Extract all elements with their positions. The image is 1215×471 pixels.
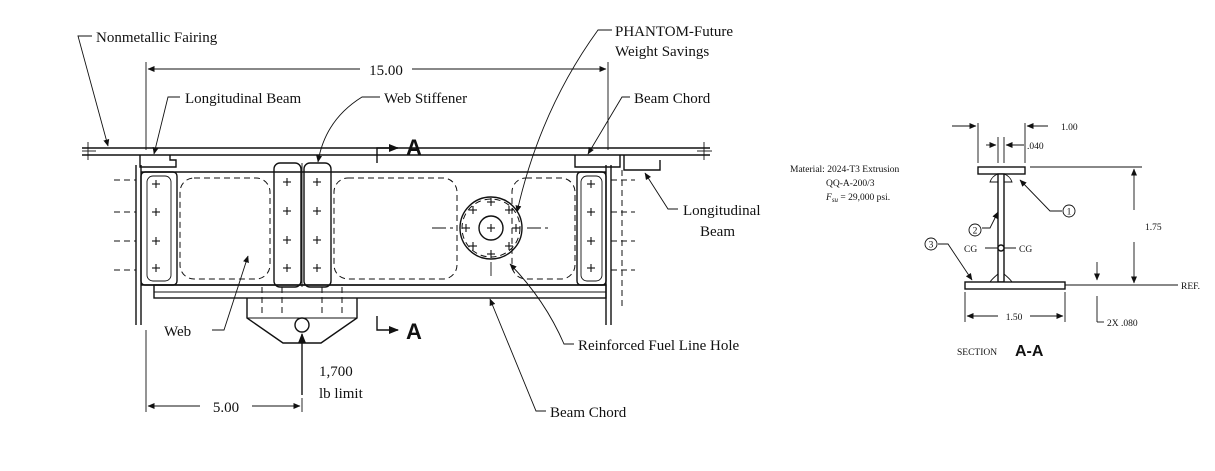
end-stiffener-left <box>140 171 178 286</box>
section-dim-height: 1.75 <box>1145 223 1162 233</box>
nonmetallic-fairing-shape <box>82 142 712 160</box>
phantom-label-line2: Weight Savings <box>615 44 709 60</box>
svg-text:2: 2 <box>973 227 978 237</box>
cg-right-label: CG <box>1019 245 1032 255</box>
longitudinal-beam-right-label-1: Longitudinal <box>683 203 761 219</box>
section-dim-top-width: 1.00 <box>1061 123 1078 133</box>
ref-label: REF. <box>1181 282 1200 292</box>
material-note: Material: 2024-T3 Extrusion QQ-A-200/3 F… <box>790 165 899 204</box>
beam-chord-top-label: Beam Chord <box>634 91 711 107</box>
fairing-label: Nonmetallic Fairing <box>96 30 218 46</box>
length-dimension-label: 15.00 <box>369 63 403 79</box>
longitudinal-beam-right-shape <box>574 155 661 325</box>
section-callout-2: 2 <box>968 211 999 237</box>
section-web <box>997 173 1005 283</box>
section-title-id: A-A <box>1015 343 1044 360</box>
section-callout-1: 1 <box>1019 179 1076 218</box>
web-label: Web <box>164 324 191 340</box>
material-line-2: QQ-A-200/3 <box>826 179 875 189</box>
length-dimension: 15.00 <box>145 62 609 150</box>
web-stiffener-label: Web Stiffener <box>384 91 467 107</box>
longitudinal-beam-right-label-2: Beam <box>700 224 735 240</box>
beam-chord-bottom-label: Beam Chord <box>550 405 627 421</box>
section-cut-top-label: A <box>406 135 422 160</box>
section-cut-bottom-label: A <box>406 319 422 344</box>
svg-text:1: 1 <box>1067 208 1072 218</box>
beam-elevation-view: A A 15.00 5.00 <box>77 24 761 421</box>
phantom-label-line1: PHANTOM-Future <box>615 24 733 40</box>
end-stiffener-right <box>576 171 607 286</box>
section-callout-3: 3 <box>924 237 973 281</box>
offset-dimension-label: 5.00 <box>213 400 239 416</box>
fastener-centerlines <box>114 170 635 310</box>
section-top-flange <box>977 166 1026 175</box>
section-title-prefix: SECTION <box>957 348 997 358</box>
web-stiffener-shape <box>273 162 332 288</box>
load-value-label: 1,700 <box>319 364 353 380</box>
section-dim-bottom-width: 1.50 <box>1006 313 1023 323</box>
reinforced-hole-label: Reinforced Fuel Line Hole <box>578 338 740 354</box>
load-unit-label: lb limit <box>319 386 364 402</box>
callout-leaders <box>77 29 678 412</box>
cg-left-label: CG <box>964 245 977 255</box>
longitudinal-beam-top-label: Longitudinal Beam <box>185 91 302 107</box>
lightening-hole-2 <box>333 177 458 280</box>
section-a-a-view: CG CG REF. 1.00 .040 1.75 1.50 2X .080 <box>924 123 1200 360</box>
section-dim-web: .040 <box>1027 142 1044 152</box>
section-bottom-flange <box>964 281 1066 290</box>
section-dim-thickness: 2X .080 <box>1107 319 1138 329</box>
material-line-3: Fsu = 29,000 psi. <box>825 193 890 204</box>
reinforced-fuel-line-hole-shape <box>432 196 551 280</box>
lightening-hole-1 <box>179 177 271 280</box>
offset-dimension: 5.00 <box>145 330 303 416</box>
svg-text:3: 3 <box>929 241 934 251</box>
section-cut-marker: A A <box>376 135 422 344</box>
material-line-1: Material: 2024-T3 Extrusion <box>790 165 899 175</box>
